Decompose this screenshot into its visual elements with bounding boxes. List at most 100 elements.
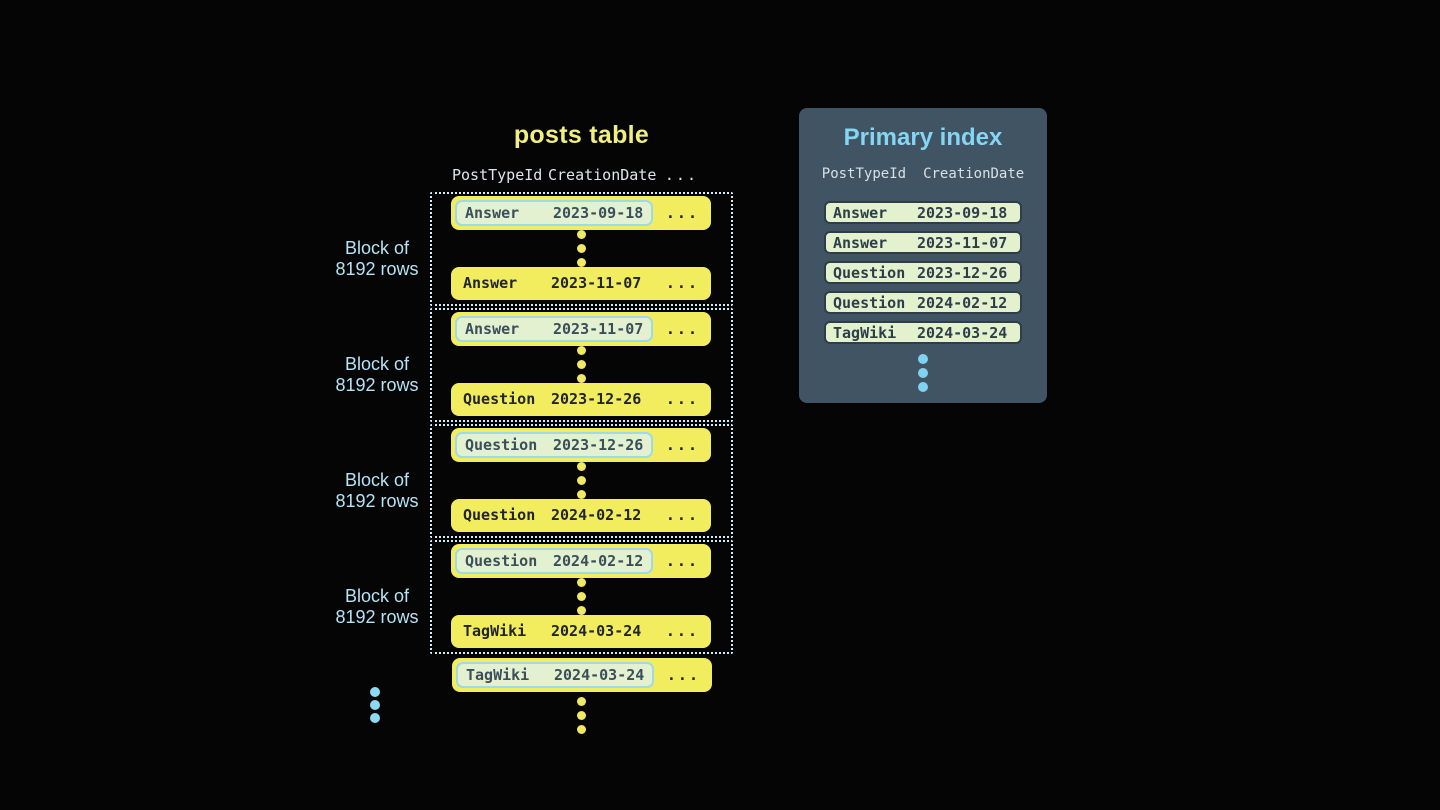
column-header-ellipsis: ... [664,166,698,184]
posts-table-title: posts table [513,121,650,149]
cell-creationdate: 2024-02-12 [553,551,644,570]
cell-posttypeid: Answer [833,233,888,252]
primary-index-title: Primary index [843,124,1003,151]
primary-index-panel: Primary index PostTypeId CreationDate An… [799,108,1047,403]
block-label-line2: 8192 rows [335,491,419,511]
cell-creationdate: 2024-03-24 [554,666,645,684]
column-header-posttypeid: PostTypeId [452,166,543,184]
block-label-line2: 8192 rows [335,607,419,627]
row-ellipsis: ... [665,274,699,293]
cell-posttypeid: Question [833,293,906,312]
index-row: Question 2023-12-26 [824,261,1022,284]
row-ellipsis: ... [665,506,699,525]
cell-creationdate: 2024-03-24 [917,323,1008,342]
table-continues-dots [430,697,733,734]
dot [577,605,586,615]
block-label-1: Block of 8192 rows [310,238,444,280]
cell-creationdate: 2023-09-18 [553,203,644,222]
cell-posttypeid: Question [463,390,536,409]
cell-posttypeid: TagWiki [463,622,527,641]
row-ellipsis: ... [666,666,700,684]
index-entry-highlight: Question 2023-12-26 [455,431,654,458]
dot [370,700,380,710]
blocks-continue-dots [340,687,410,723]
cell-posttypeid: Question [465,435,538,454]
row-ellipsis: ... [665,319,699,338]
dot [370,687,380,697]
cell-creationdate: 2024-03-24 [551,622,642,641]
index-row: TagWiki 2024-03-24 [824,321,1022,344]
block-label-line2: 8192 rows [335,375,419,395]
index-entry-highlight: Answer 2023-11-07 [455,315,654,342]
dot [577,257,586,267]
table-row: Question 2023-12-26 ... [451,428,711,462]
block-label-3: Block of 8192 rows [310,470,444,512]
table-row: Answer 2023-09-18 ... [451,196,711,230]
cell-posttypeid: Question [465,551,538,570]
row-block-1: Answer 2023-09-18 ... Answer 2023-11-07 … [430,192,733,306]
column-header-creationdate: CreationDate [923,166,1025,182]
dot [577,591,586,601]
row-ellipsis: ... [665,622,699,641]
cell-creationdate: 2023-12-26 [551,390,642,409]
cell-posttypeid: Answer [463,274,518,293]
block-label-4: Block of 8192 rows [310,586,444,628]
index-row: Question 2024-02-12 [824,291,1022,314]
block-label-line2: 8192 rows [335,259,419,279]
block-label-line1: Block of [344,470,410,490]
omitted-rows-dots [451,229,712,267]
dot [370,713,380,723]
cell-posttypeid: Answer [465,319,520,338]
row-block-4: Question 2024-02-12 ... TagWiki 2024-03-… [430,540,733,654]
table-row: Answer 2023-11-07 ... [451,312,711,346]
table-row: TagWiki 2024-03-24 ... [451,614,711,648]
row-ellipsis: ... [665,203,699,222]
cell-creationdate: 2023-12-26 [917,263,1008,282]
cell-posttypeid: TagWiki [833,323,897,342]
table-row: Question 2024-02-12 ... [451,544,711,578]
dot [918,382,928,392]
index-entry-highlight: Question 2024-02-12 [455,547,654,574]
dot [577,711,586,720]
dot [577,461,586,471]
row-ellipsis: ... [665,390,699,409]
cell-creationdate: 2023-11-07 [553,319,644,338]
table-row: Question 2024-02-12 ... [451,498,711,532]
row-ellipsis: ... [665,435,699,454]
primary-index-entries: Answer 2023-09-18 Answer 2023-11-07 Ques… [799,201,1047,344]
index-continues-dots [799,354,1047,392]
cell-creationdate: 2023-11-07 [917,233,1008,252]
dot [577,359,586,369]
cell-creationdate: 2024-02-12 [551,506,642,525]
block-label-line1: Block of [344,586,410,606]
dot [577,345,586,355]
dot [577,725,586,734]
table-row: Answer 2023-11-07 ... [451,266,711,300]
posts-table-column-headers: PostTypeId CreationDate ... [452,166,712,184]
table-row-next-block: TagWiki 2024-03-24 ... [452,658,712,692]
column-header-creationdate: CreationDate [548,166,657,184]
posts-table-blocks: Answer 2023-09-18 ... Answer 2023-11-07 … [430,192,733,656]
row-ellipsis: ... [665,551,699,570]
dot [577,229,586,239]
table-row: Question 2023-12-26 ... [451,382,711,416]
cell-posttypeid: Question [463,506,536,525]
dot [577,697,586,706]
dot [577,475,586,485]
dot [577,577,586,587]
block-label-line1: Block of [344,354,410,374]
dot [577,243,586,253]
cell-creationdate: 2023-09-18 [917,203,1008,222]
index-row: Answer 2023-09-18 [824,201,1022,224]
cell-creationdate: 2023-11-07 [551,274,642,293]
dot [577,489,586,499]
cell-posttypeid: Answer [465,203,520,222]
cell-posttypeid: Question [833,263,906,282]
row-block-3: Question 2023-12-26 ... Question 2024-02… [430,424,733,538]
index-entry-highlight: TagWiki 2024-03-24 [456,662,655,688]
dot [918,354,928,364]
index-entry-highlight: Answer 2023-09-18 [455,199,654,226]
dot [918,368,928,378]
cell-posttypeid: Answer [833,203,888,222]
column-header-posttypeid: PostTypeId [821,166,907,182]
